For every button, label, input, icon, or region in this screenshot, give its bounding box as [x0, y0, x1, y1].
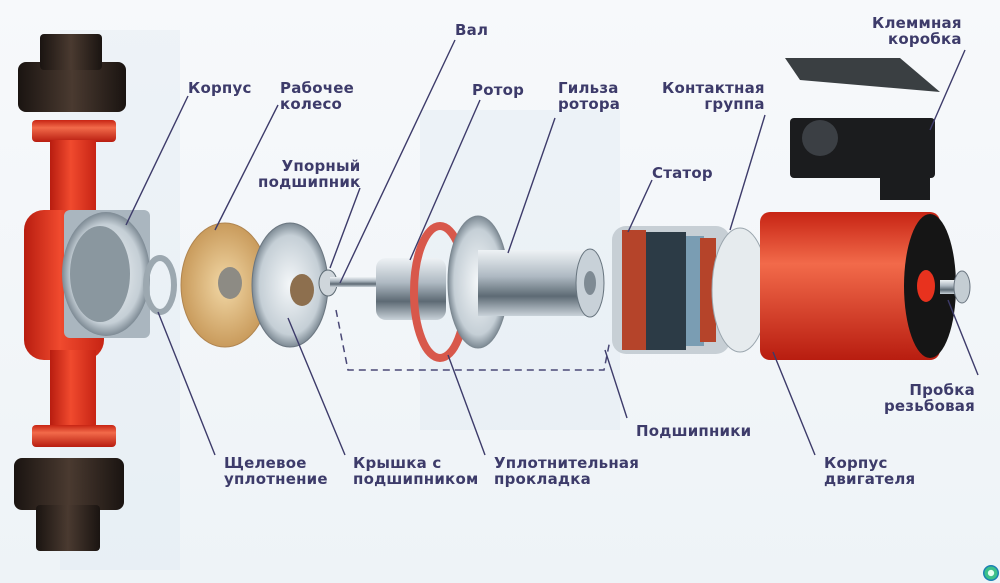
- label-podshipniki: Подшипники: [636, 422, 752, 440]
- terminal-box: [785, 58, 940, 200]
- shaft: [330, 277, 386, 287]
- label-korpus: Корпус: [188, 79, 252, 97]
- label-rotor: Ротор: [472, 81, 525, 99]
- union-nut-top: [18, 34, 126, 112]
- pump-body: [24, 120, 150, 447]
- threaded-plug: [940, 270, 971, 304]
- union-nut-bottom: [14, 458, 124, 551]
- label-val: Вал: [455, 21, 489, 39]
- contact-group: [711, 227, 769, 353]
- label-stator: Статор: [652, 164, 713, 182]
- slot-seal-ring: [143, 255, 177, 315]
- bearing-dashed-leader: [335, 309, 611, 371]
- watermark-logo-icon: [983, 565, 999, 581]
- stator: [612, 226, 730, 354]
- rotor-sleeve: [447, 215, 605, 349]
- leader-lines: [125, 39, 979, 456]
- motor-housing: [760, 212, 956, 360]
- bearing-cover: [251, 222, 329, 348]
- impeller: [180, 222, 270, 348]
